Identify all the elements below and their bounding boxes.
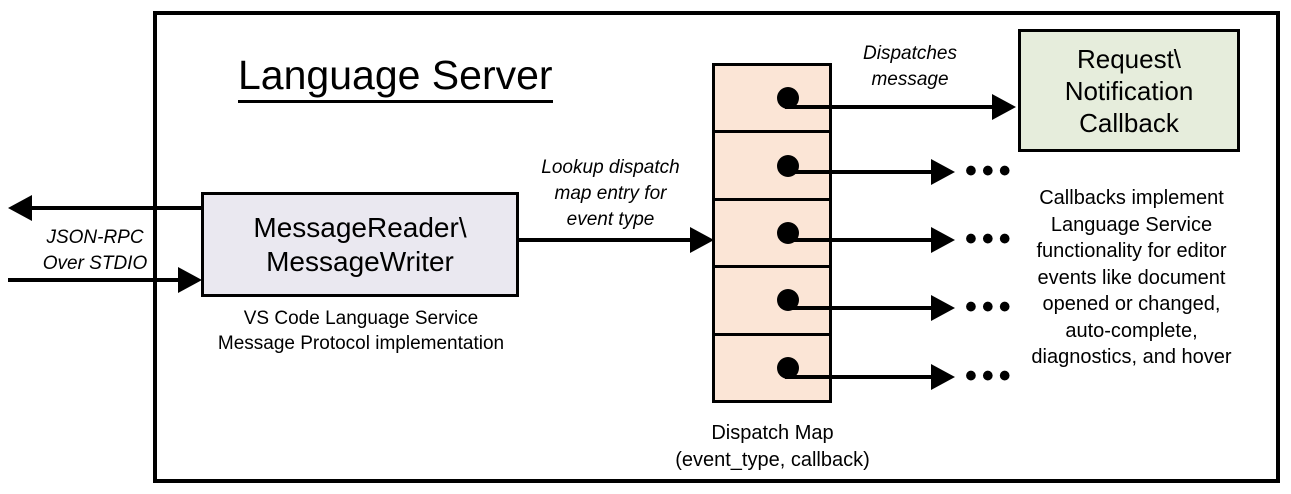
dispatch-caption-line1: Dispatch Map <box>711 422 834 444</box>
jsonrpc-label-line1: JSON-RPC <box>46 227 144 248</box>
dispatch-edge-3-line <box>785 238 933 242</box>
lookup-label-line3: event type <box>566 209 655 230</box>
dispatch-edge-4-line <box>785 306 933 310</box>
jsonrpc-in-line <box>8 278 183 282</box>
callback-label-line1: Request\ <box>1076 43 1182 74</box>
jsonrpc-out-arrowhead <box>8 195 32 221</box>
dispatch-edge-2-line <box>785 170 933 174</box>
dispatch-map-row[interactable] <box>715 133 829 201</box>
page-title: Language Server <box>238 51 553 103</box>
callback-label-line2: Notification <box>1064 75 1194 106</box>
reader-label-line2: MessageWriter <box>266 245 454 277</box>
reader-label-line1: MessageReader\ <box>253 211 467 243</box>
lookup-label-line1: Lookup dispatch <box>541 157 680 178</box>
callback-entry-dot <box>777 356 799 379</box>
dispatch-edge-5-line <box>785 375 933 379</box>
dispatch-edge-1-arrowhead <box>992 94 1016 120</box>
callback-caption-line2: Language Service <box>1050 213 1213 236</box>
jsonrpc-out-line <box>32 206 204 210</box>
dispatch-map-row[interactable] <box>715 268 829 336</box>
dispatch-edge-4-arrowhead <box>931 295 955 321</box>
dispatch-edge-4-ellipsis: ••• <box>965 288 1016 326</box>
callback-caption-line7: diagnostics, and hover <box>1031 346 1232 368</box>
dispatch-map-row[interactable] <box>715 66 829 134</box>
dispatch-edge-1-line <box>785 105 994 109</box>
dispatch-edge-5-arrowhead <box>931 364 955 390</box>
callback-entry-dot <box>777 87 799 110</box>
language-server-boundary <box>153 11 1280 483</box>
dispatch-caption-line2: (event_type, callback) <box>675 449 870 471</box>
edge-label-dispatches: Dispatches message <box>830 41 990 93</box>
callback-label-line3: Callback <box>1079 107 1179 138</box>
reader-caption-line1: VS Code Language Service <box>243 308 479 329</box>
dispatch-edge-3-arrowhead <box>931 227 955 253</box>
callback-caption: Callbacks implement Language Service fun… <box>1008 185 1255 371</box>
dispatch-map-caption: Dispatch Map (event_type, callback) <box>650 420 895 474</box>
dispatch-edge-3-ellipsis: ••• <box>965 220 1016 258</box>
dispatches-label-line2: message <box>871 69 949 90</box>
dispatches-label-line1: Dispatches <box>863 43 957 64</box>
lookup-edge-arrowhead <box>690 227 714 253</box>
request-notification-callback-box[interactable]: Request\ Notification Callback <box>1018 29 1240 152</box>
lookup-label-line2: map entry for <box>554 183 667 204</box>
callback-entry-dot <box>777 289 799 312</box>
edge-label-jsonrpc: JSON-RPC Over STDIO <box>20 225 170 277</box>
reader-caption-line2: Message Protocol implementation <box>217 333 505 354</box>
lookup-edge-line <box>519 238 695 242</box>
dispatch-edge-2-ellipsis: ••• <box>965 152 1016 190</box>
dispatch-map-row[interactable] <box>715 200 829 269</box>
message-reader-caption: VS Code Language Service Message Protoco… <box>196 306 526 356</box>
callback-caption-line1: Callbacks implement <box>1039 187 1224 209</box>
callback-caption-line3: functionality for editor <box>1036 240 1227 262</box>
jsonrpc-in-arrowhead <box>178 267 202 293</box>
callback-caption-line5: opened or changed, <box>1042 293 1221 315</box>
message-reader-writer-box[interactable]: MessageReader\ MessageWriter <box>201 192 519 297</box>
dispatch-edge-2-arrowhead <box>931 159 955 185</box>
callback-caption-line6: auto-complete, <box>1065 319 1198 342</box>
dispatch-edge-5-ellipsis: ••• <box>965 357 1016 395</box>
dispatch-map-row[interactable] <box>715 335 829 401</box>
dispatch-map-table[interactable] <box>712 63 832 403</box>
edge-label-lookup: Lookup dispatch map entry for event type <box>518 155 703 233</box>
callback-caption-line4: events like document <box>1037 266 1226 289</box>
jsonrpc-label-line2: Over STDIO <box>42 253 148 274</box>
